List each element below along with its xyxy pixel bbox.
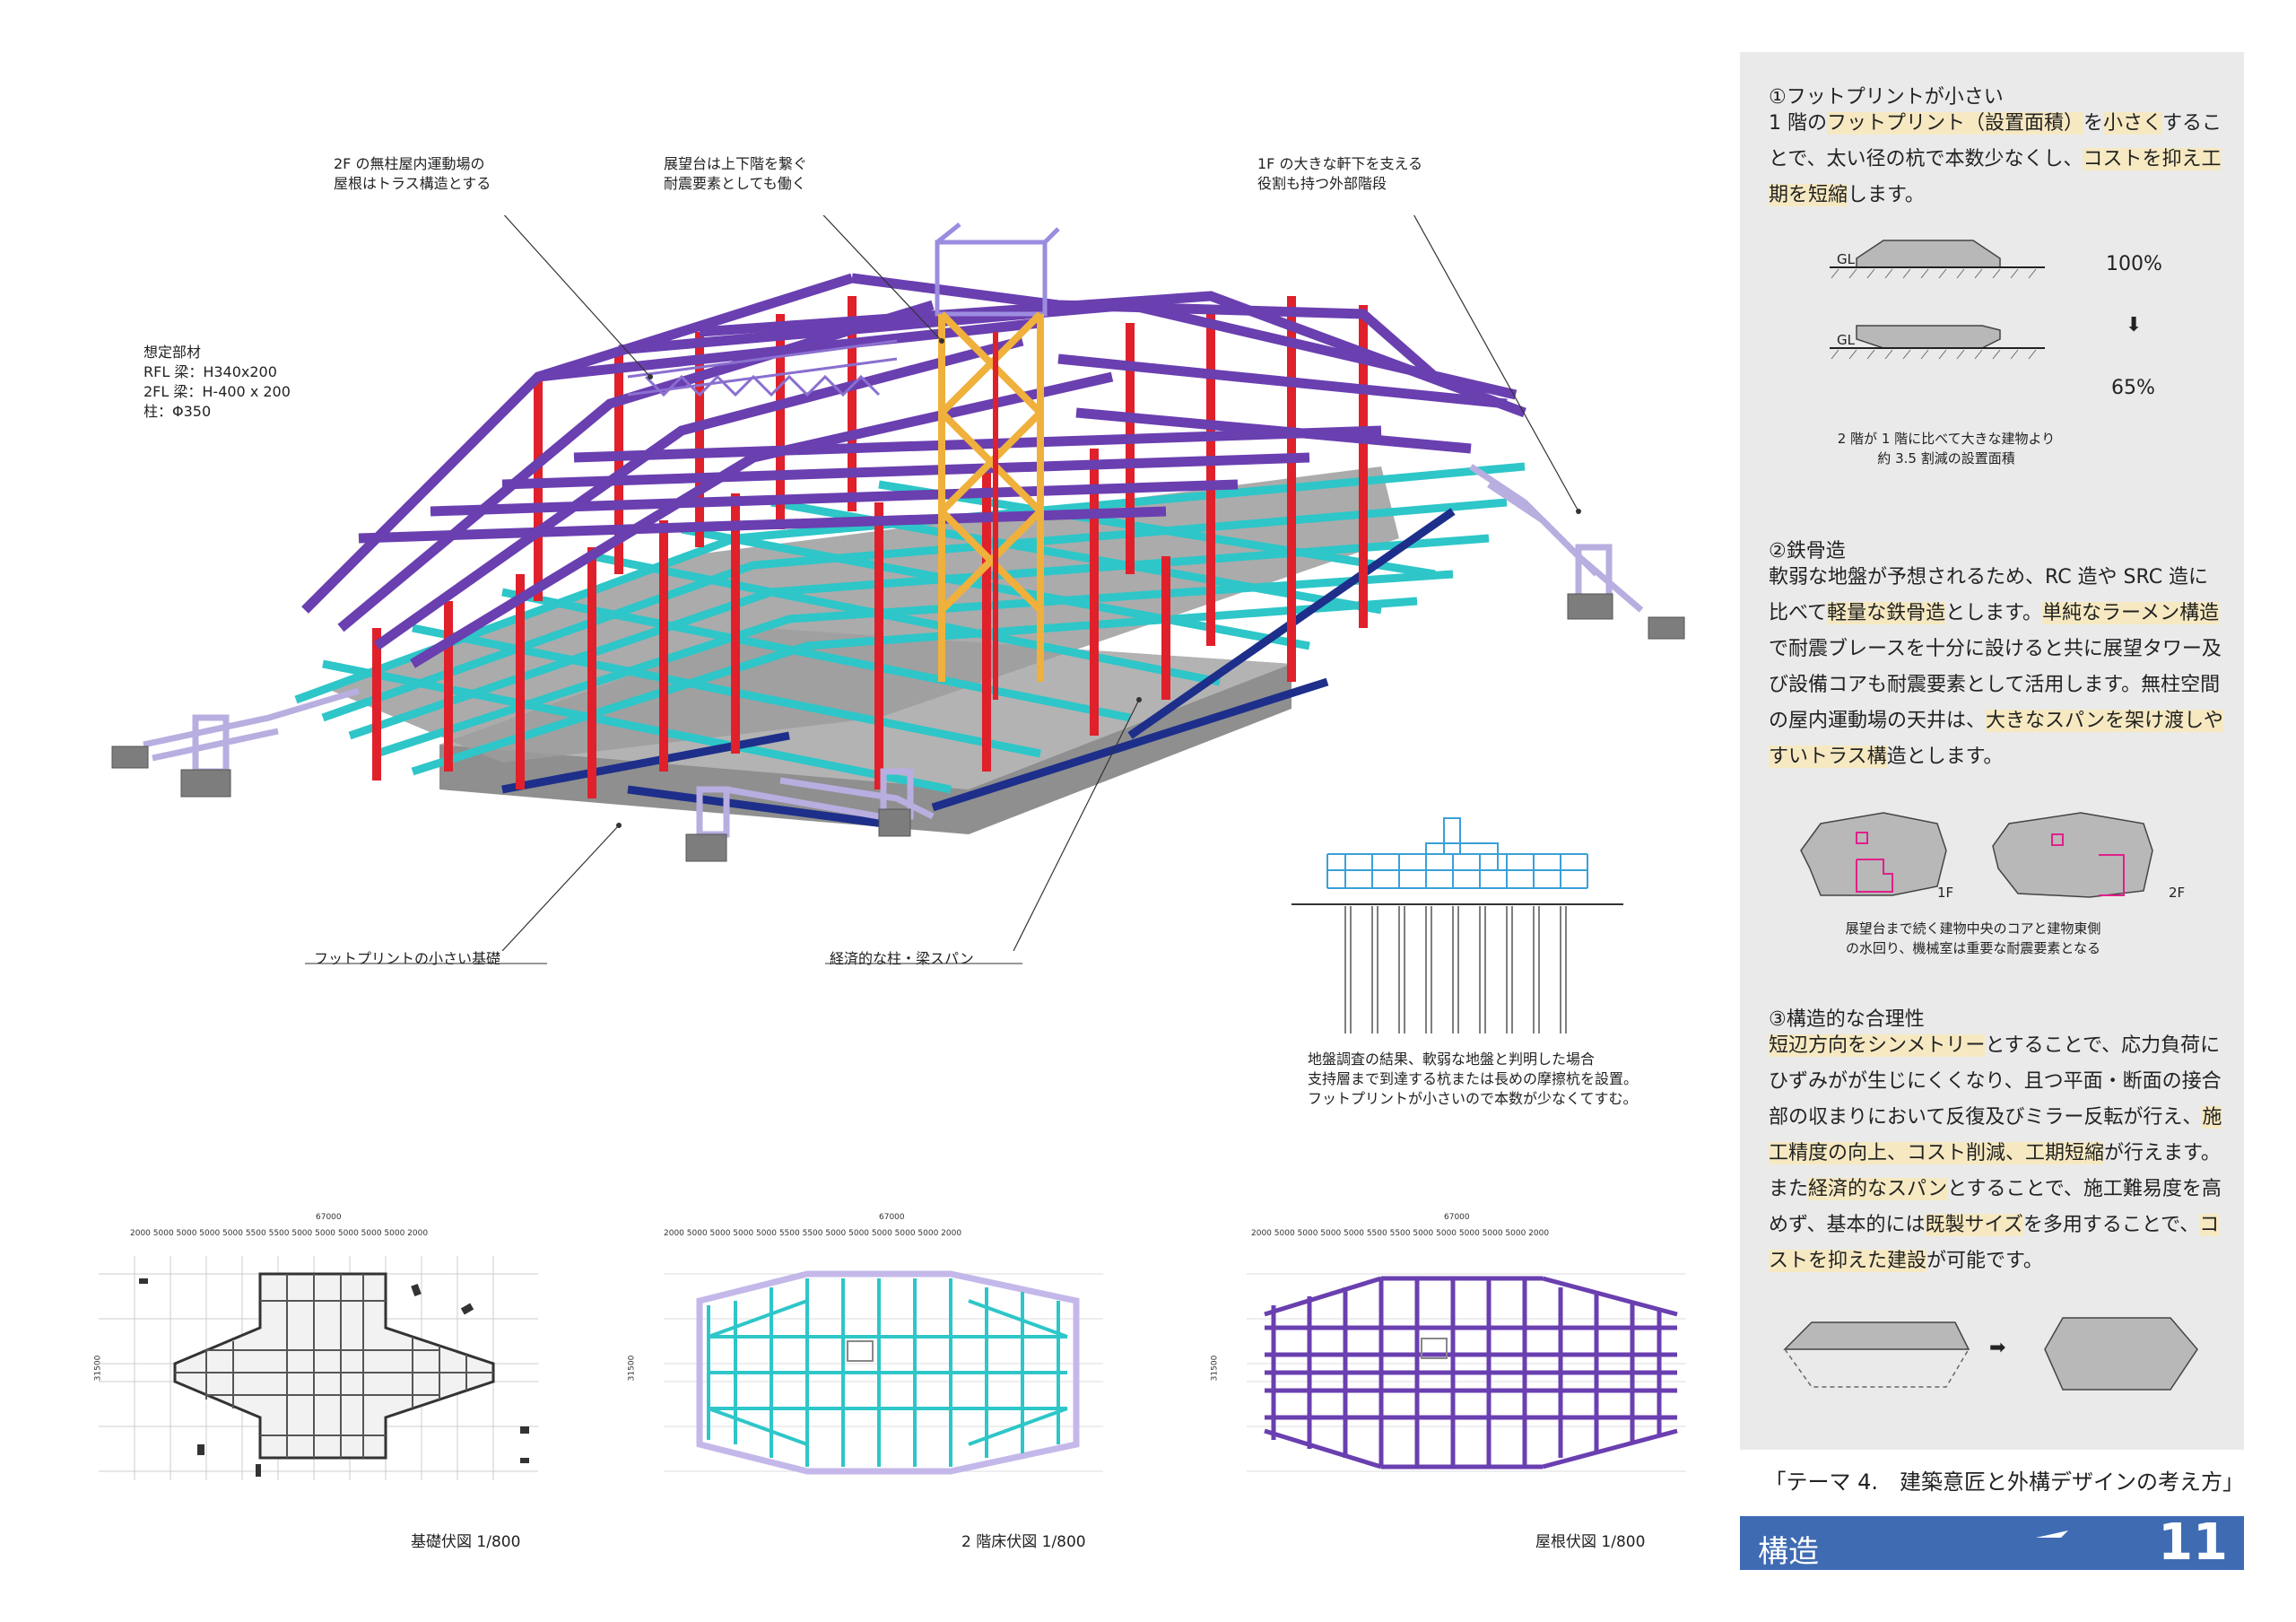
s3-highlight: 経済的なスパン	[1808, 1178, 1948, 1200]
section3-title: ③構造的な合理性	[1769, 1008, 1925, 1031]
s2-highlight: 単純なラーメン構造	[2041, 602, 2220, 624]
observation-tower	[935, 222, 1060, 700]
plan2-total-dim: 67000	[879, 1213, 905, 1222]
section1-note: 2 階が 1 階に比べて大きな建物より 約 3.5 割減の設置面積	[1837, 431, 2056, 467]
footprint-diagram	[1830, 240, 2045, 360]
plan2-depth-dim: 31500	[627, 1355, 637, 1382]
pct-65: 65%	[2111, 377, 2155, 399]
plan-2f-floor	[664, 1270, 1103, 1475]
s2-text: 軟弱な地盤が予想されるため、RC 造や SRC 造に比べて	[1769, 566, 2209, 624]
pct-100: 100%	[2106, 253, 2162, 275]
spec-note: 想定部材 RFL 梁：H340x200 2FL 梁：H-400 x 200 柱：…	[144, 344, 291, 420]
sidebar-panel: ①フットプリントが小さい 1 階のフットプリント（設置面積）を小さくすることで、…	[1740, 52, 2244, 1450]
structure-axonometric	[111, 215, 1685, 951]
annotation-underlines	[305, 963, 1022, 964]
label-2f: 2F	[2169, 885, 2186, 901]
plan3-title: 屋根伏図 1/800	[1535, 1533, 1646, 1551]
symmetry-diagram	[1783, 1317, 2198, 1391]
section2-note: 展望台まで続く建物中央のコアと建物東側 の水回り、機械室は重要な耐震要素となる	[1845, 920, 2101, 956]
s1-highlight: 小さく	[2103, 112, 2163, 135]
s3-text: が可能です。	[1926, 1250, 2043, 1272]
plan2-title: 2 階床伏図 1/800	[961, 1533, 1086, 1551]
s2-text: 造とします。	[1886, 746, 2004, 768]
s3-highlight: 短辺方向をシンメトリー	[1769, 1034, 1986, 1057]
gl-label-top: GL	[1837, 251, 1855, 267]
s3-text: とすることで、応力負荷にひずみがが生じにくくなり、且つ平面・断面の接合部の収まり…	[1769, 1034, 2222, 1129]
label-1f: 1F	[1937, 885, 1954, 901]
down-arrow-icon: ⬇	[2126, 314, 2143, 336]
annotation-foundation: フットプリントの小さい基礎	[314, 950, 501, 967]
s2-text: で耐震ブレースを十分に設けると共に展望タワー及び設備コアも耐震要素として活用しま…	[1769, 638, 2222, 732]
s1-text: を	[2083, 112, 2104, 135]
section3-body: 短辺方向をシンメトリーとすることで、応力負荷にひずみがが生じにくくなり、且つ平面…	[1769, 1028, 2228, 1279]
theme-line: 「テーマ 4. 建築意匠と外構デザインの考え方」	[1764, 1469, 2244, 1495]
section1-body: 1 階のフットプリント（設置面積）を小さくすることで、太い径の杭で本数少なくし、…	[1769, 106, 2228, 214]
annotation-span: 経済的な柱・梁スパン	[830, 950, 974, 967]
plan-roof	[1247, 1273, 1686, 1472]
plan-foundation	[99, 1256, 538, 1480]
pile-note: 地盤調査の結果、軟弱な地盤と判明した場合 支持層まで到達する杭または長めの摩擦杭…	[1308, 1051, 1639, 1107]
s1-text: することで、太い径の杭で本数少なくし、	[1769, 112, 2222, 170]
s2-text: とします。	[1945, 602, 2042, 624]
s1-text: 1 階の	[1769, 112, 1827, 135]
pile-caps	[111, 593, 1685, 862]
s1-text: します。	[1848, 184, 1925, 206]
page-number: 11	[2158, 1513, 2228, 1572]
plan1-title: 基礎伏図 1/800	[411, 1533, 521, 1551]
annotation-tower: 展望台は上下階を繋ぐ 耐震要素としても働く	[664, 155, 808, 192]
roof-truss	[627, 339, 898, 397]
section2-body: 軟弱な地盤が予想されるため、RC 造や SRC 造に比べて軽量な鉄骨造とします。…	[1769, 560, 2228, 775]
core-diagram	[1800, 812, 2153, 898]
footer-title: 構造	[1758, 1534, 1819, 1570]
plan3-span-dims: 2000 5000 5000 5000 5000 5500 5500 5000 …	[1251, 1229, 1550, 1238]
annotation-leaders	[501, 215, 1579, 951]
gl-label-bottom: GL	[1837, 332, 1855, 348]
section2-title: ②鉄骨造	[1769, 540, 1846, 562]
footer-mark-icon	[2036, 1530, 2068, 1538]
section1-title: ①フットプリントが小さい	[1769, 86, 2004, 109]
s3-text: とすることで、施工難易度を高めず、基本的には	[1769, 1178, 2222, 1236]
annotation-truss-roof: 2F の無柱屋内運動場の 屋根はトラス構造とする	[334, 155, 491, 192]
footer-bar: 構造 11	[1740, 1516, 2244, 1570]
pile-section	[1292, 817, 1623, 1033]
right-arrow-icon: ➡	[1989, 1337, 2006, 1359]
s2-highlight: 軽量な鉄骨造	[1827, 602, 1946, 624]
plan1-total-dim: 67000	[316, 1213, 342, 1222]
annotation-stairs: 1F の大きな軒下を支える 役割も持つ外部階段	[1257, 155, 1422, 192]
s1-highlight: フットプリント（設置面積）	[1827, 112, 2084, 135]
s3-text: を多用することで、	[2022, 1214, 2200, 1236]
s3-text: が行えます。また	[1769, 1142, 2221, 1200]
s3-highlight: 既製サイズ	[1925, 1214, 2023, 1236]
plan3-total-dim: 67000	[1444, 1213, 1470, 1222]
plan1-span-dims: 2000 5000 5000 5000 5000 5500 5500 5000 …	[130, 1229, 429, 1238]
plan2-span-dims: 2000 5000 5000 5000 5000 5500 5500 5000 …	[664, 1229, 962, 1238]
plan3-depth-dim: 31500	[1210, 1355, 1220, 1382]
